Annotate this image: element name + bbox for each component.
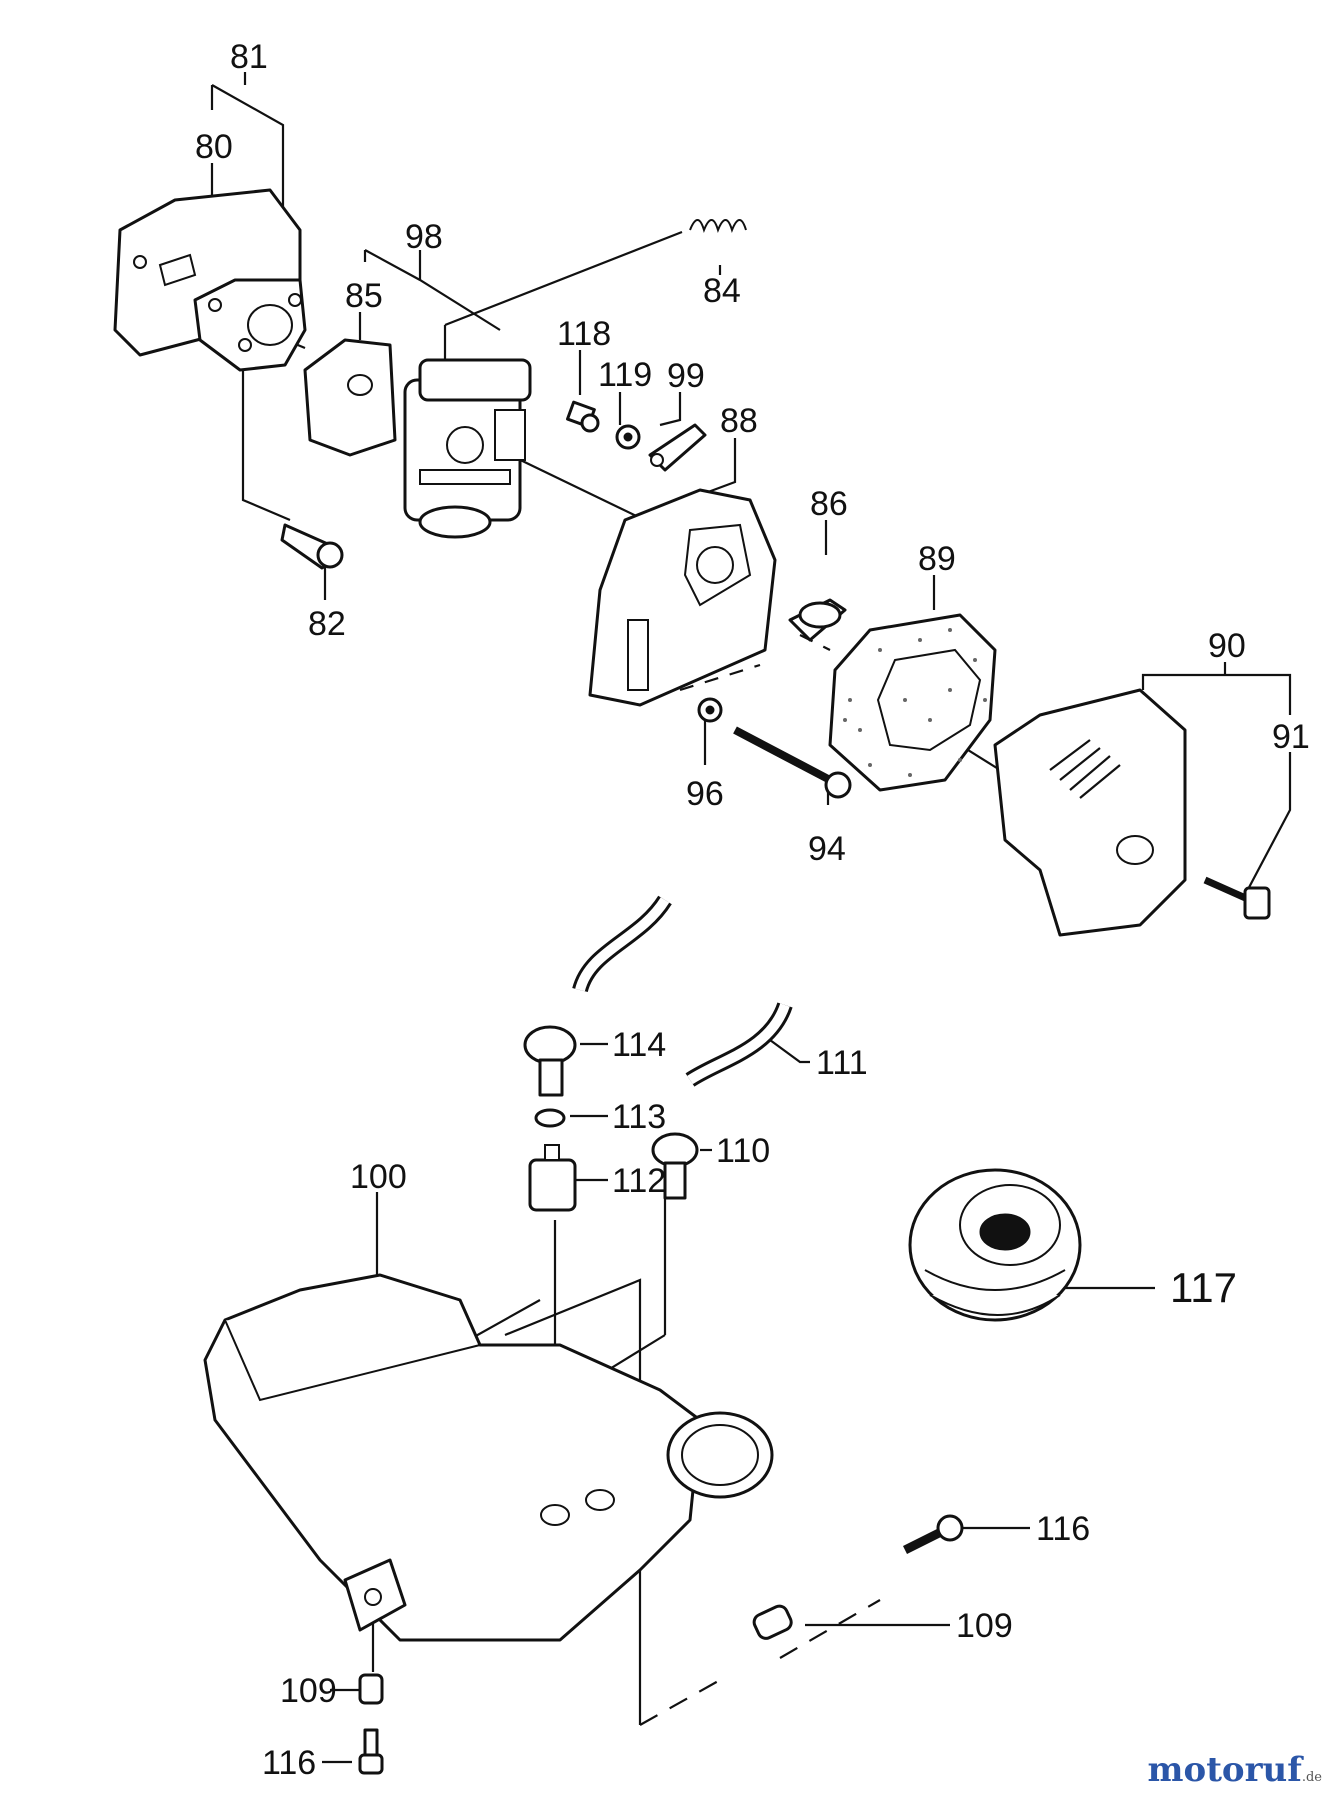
watermark-logo: motoruf.de bbox=[1148, 1750, 1322, 1790]
bracket-99 bbox=[648, 423, 707, 472]
part-labels: 81 80 98 84 85 118 119 99 88 86 89 90 91… bbox=[195, 38, 1310, 1782]
fuel-weight-112 bbox=[528, 1144, 577, 1212]
label-113: 113 bbox=[612, 1098, 666, 1136]
label-116-right: 116 bbox=[1036, 1510, 1090, 1548]
collar-109-right bbox=[752, 1604, 793, 1640]
fuel-hose-upper bbox=[572, 895, 672, 993]
bolt-94 bbox=[733, 726, 852, 799]
label-96: 96 bbox=[686, 775, 724, 813]
label-94: 94 bbox=[808, 830, 846, 868]
washer-119 bbox=[615, 424, 641, 450]
watermark-tld: .de bbox=[1301, 1770, 1322, 1785]
label-110: 110 bbox=[716, 1132, 770, 1170]
choke-lever-86 bbox=[788, 598, 847, 642]
label-85: 85 bbox=[345, 277, 383, 315]
label-109-left: 109 bbox=[280, 1672, 337, 1710]
carburetor-gasket-85 bbox=[303, 338, 397, 457]
fuel-tank-100 bbox=[203, 1273, 774, 1642]
label-109-right: 109 bbox=[956, 1607, 1013, 1645]
label-98: 98 bbox=[405, 218, 443, 256]
carburetor-98 bbox=[403, 358, 532, 539]
label-117: 117 bbox=[1170, 1264, 1237, 1311]
air-cleaner-base-88 bbox=[588, 488, 777, 707]
label-112: 112 bbox=[612, 1162, 666, 1200]
fuel-cap-117 bbox=[908, 1168, 1082, 1322]
screw-91 bbox=[1203, 876, 1271, 920]
label-100: 100 bbox=[350, 1158, 407, 1196]
label-82: 82 bbox=[308, 605, 346, 643]
watermark-brand: motoruf bbox=[1147, 1750, 1302, 1790]
collar-109-left bbox=[358, 1673, 384, 1705]
bolt-82 bbox=[280, 523, 344, 570]
fuel-filter-114 bbox=[523, 1025, 577, 1097]
label-99: 99 bbox=[667, 357, 705, 395]
bolt-116-left bbox=[358, 1728, 384, 1775]
label-80: 80 bbox=[195, 128, 233, 166]
screw-118 bbox=[566, 400, 600, 433]
washer-96 bbox=[697, 697, 723, 723]
label-119: 119 bbox=[598, 356, 652, 394]
label-114: 114 bbox=[612, 1026, 666, 1064]
insulator-81 bbox=[193, 278, 307, 372]
bolt-116-right bbox=[902, 1514, 964, 1555]
fuel-filter-110 bbox=[651, 1132, 699, 1200]
air-filter-element-89 bbox=[828, 613, 997, 792]
fuel-hose-111 bbox=[685, 1002, 793, 1087]
label-89: 89 bbox=[918, 540, 956, 578]
label-116-left: 116 bbox=[262, 1744, 316, 1782]
label-88: 88 bbox=[720, 402, 758, 440]
label-111: 111 bbox=[816, 1044, 868, 1082]
label-90: 90 bbox=[1208, 627, 1246, 665]
label-118: 118 bbox=[557, 315, 611, 353]
air-cleaner-cover-90 bbox=[993, 688, 1187, 937]
label-84: 84 bbox=[703, 272, 741, 310]
label-86: 86 bbox=[810, 485, 848, 523]
label-91: 91 bbox=[1272, 718, 1310, 756]
clip-113 bbox=[534, 1108, 566, 1128]
label-81: 81 bbox=[230, 38, 268, 76]
spring-84 bbox=[689, 219, 747, 234]
